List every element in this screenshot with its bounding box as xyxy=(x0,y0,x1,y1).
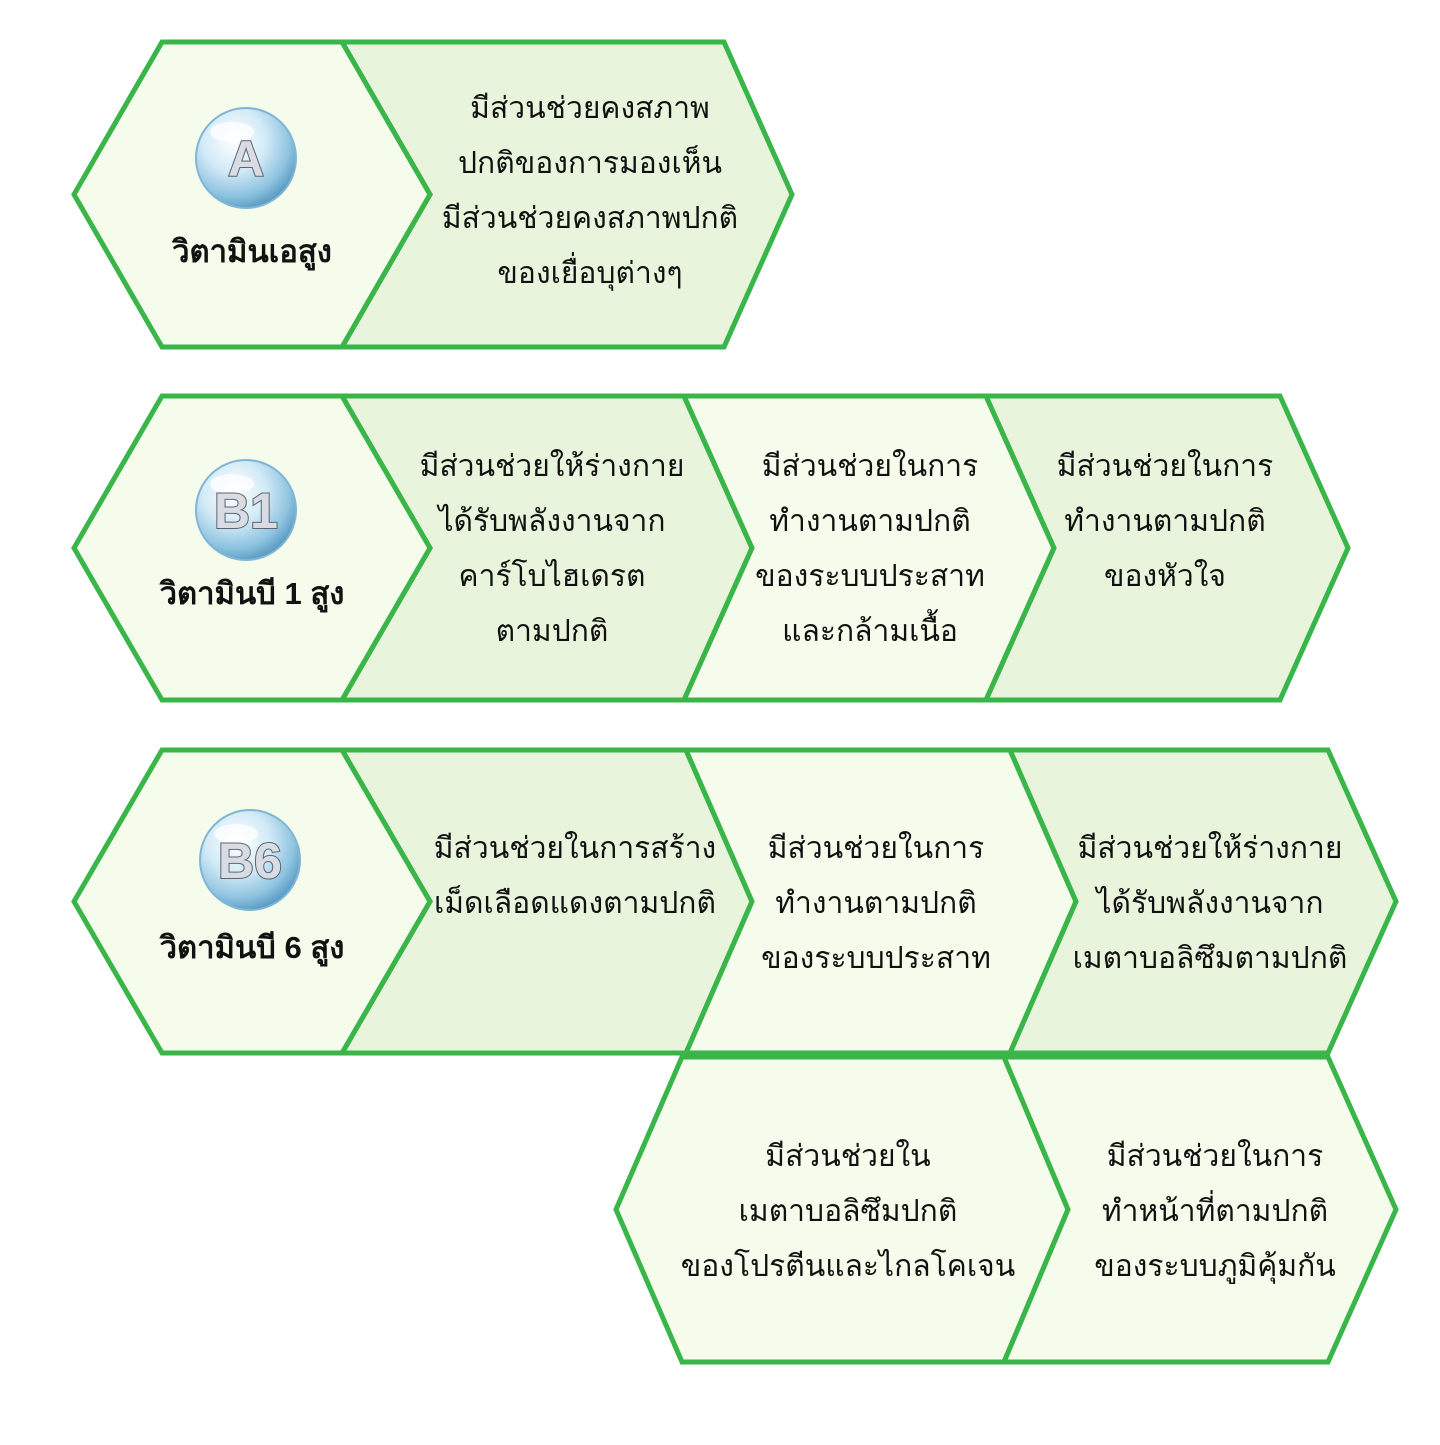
benefit-cell-shape xyxy=(1006,747,1399,1056)
benefit-text-line: ของระบบประสาท xyxy=(761,942,991,975)
benefit-text-line: ของโปรตีนและไกลโคเจน xyxy=(681,1248,1015,1283)
benefit-text-line: มีส่วนช่วยคงสภาพ xyxy=(470,92,710,125)
benefit-text-line: ทำงานตามปกติ xyxy=(769,505,970,538)
glass-bubble-icon: B6 xyxy=(199,809,301,911)
benefit-text-line: มีส่วนช่วยในการสร้าง xyxy=(434,831,716,865)
benefit-text-line: ของระบบภูมิคุ้มกัน xyxy=(1094,1250,1336,1285)
benefit-text-line: มีส่วนช่วยใน xyxy=(765,1139,930,1173)
benefit-text-line: ของระบบประสาท xyxy=(755,560,985,593)
vitamin-badge-label: B1 xyxy=(214,483,278,539)
vitamin-title: วิตามินบี 1 สูง xyxy=(159,576,344,613)
benefit-text-line: ตามปกติ xyxy=(496,615,609,648)
benefit-text-line: มีส่วนช่วยคงสภาพปกติ xyxy=(442,202,738,235)
vitamin-badge-label: A xyxy=(228,131,264,187)
benefit-text-line: ของหัวใจ xyxy=(1104,559,1226,593)
benefit-text-line: ทำหน้าที่ตามปกติ xyxy=(1102,1190,1328,1228)
glass-bubble-icon: B1 xyxy=(195,459,297,561)
benefit-text-line: มีส่วนช่วยในการ xyxy=(1057,449,1274,483)
benefit-text-line: ได้รับพลังงานจาก xyxy=(1094,885,1323,920)
benefit-cell-shape xyxy=(1000,1054,1399,1365)
benefit-text-line: มีส่วนช่วยให้ร่างกาย xyxy=(420,449,685,483)
benefit-text-line: มีส่วนช่วยในการ xyxy=(768,831,985,865)
glass-bubble-icon: A xyxy=(195,107,297,209)
vitamin-badge-label: B6 xyxy=(218,833,282,889)
benefit-text-line: ปกติของการมองเห็น xyxy=(458,144,722,180)
benefit-text-line: และกล้ามเนื้อ xyxy=(782,609,958,648)
vitamin-title: วิตามินบี 6 สูง xyxy=(159,930,344,967)
vitamin-title: วิตามินเอสูง xyxy=(171,234,331,271)
benefit-text-line: ทำงานตามปกติ xyxy=(775,887,976,920)
benefit-text-line: ได้รับพลังงานจาก xyxy=(436,503,665,538)
benefit-text-line: คาร์โบไฮเดรต xyxy=(459,558,646,593)
benefit-text-line: เมตาบอลิซึมปกติ xyxy=(739,1195,958,1228)
benefit-text-line: เมตาบอลิซึมตามปกติ xyxy=(1073,942,1348,975)
benefit-text-line: ทำงานตามปกติ xyxy=(1064,505,1265,538)
benefit-text-line: มีส่วนช่วยในการ xyxy=(762,449,979,483)
benefit-text-line: เม็ดเลือดแดงตามปกติ xyxy=(434,884,716,920)
benefit-cell-shape xyxy=(982,393,1351,703)
benefit-text-line: มีส่วนช่วยให้ร่างกาย xyxy=(1078,831,1343,865)
benefit-text-line: ของเยื่อบุต่างๆ xyxy=(497,252,682,292)
benefit-text-line: มีส่วนช่วยในการ xyxy=(1107,1139,1324,1173)
